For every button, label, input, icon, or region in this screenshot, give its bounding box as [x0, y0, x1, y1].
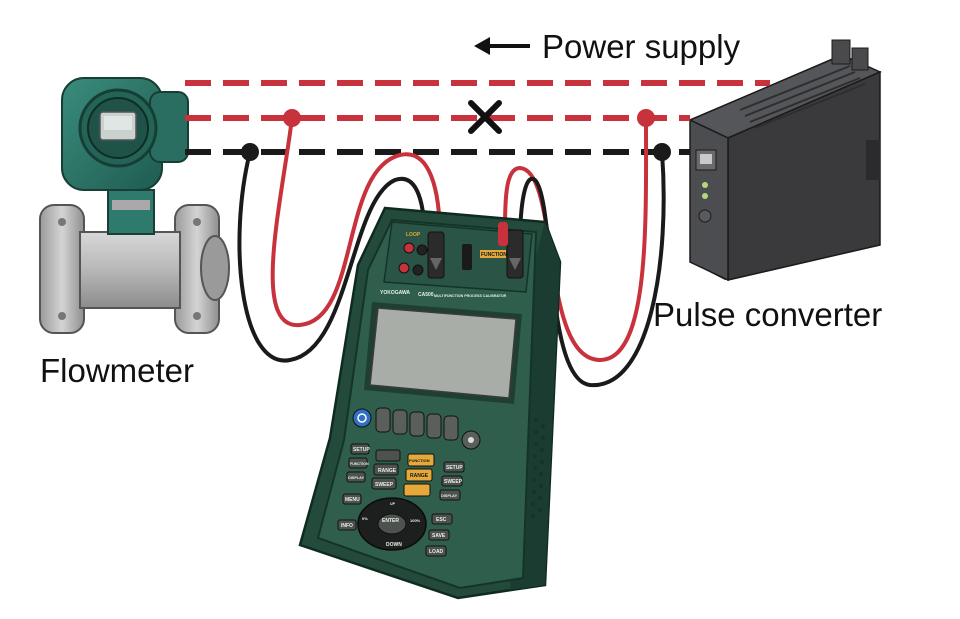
key-function-mid[interactable]	[375, 449, 401, 462]
calibrator: LOOP FUNCTION YOKOGAWA CA500 MULTIFUNCTI…	[298, 206, 562, 600]
enter-key-label: ENTER	[382, 518, 399, 524]
down-key-label: DOWN	[386, 542, 402, 548]
svg-text:LOAD: LOAD	[429, 549, 444, 555]
subtitle-label: MULTIFUNCTION PROCESS CALIBRATOR	[434, 294, 507, 298]
arrow-left-icon	[474, 37, 530, 55]
key-menu[interactable]	[342, 493, 362, 505]
svg-text:SAVE: SAVE	[432, 533, 446, 539]
up-key-label: UP	[390, 502, 396, 506]
svg-text:SWEEP: SWEEP	[375, 482, 394, 488]
svg-text:FUNCTION: FUNCTION	[350, 462, 369, 466]
probe-plug-left	[427, 231, 445, 279]
zero-percent-label: 0%	[362, 516, 368, 521]
probe-plug-right	[498, 222, 524, 279]
pulse-converter-label: Pulse converter	[653, 296, 882, 333]
key-display-right[interactable]	[439, 489, 461, 501]
key-display-left[interactable]	[346, 471, 366, 483]
svg-text:INFO: INFO	[341, 523, 353, 529]
hundred-percent-label: 100%	[410, 518, 421, 523]
terminal-red-1	[403, 242, 415, 254]
svg-text:RANGE: RANGE	[378, 468, 397, 474]
lcd-screen	[369, 307, 517, 399]
flowmeter-label: Flowmeter	[40, 352, 194, 389]
lead-red-right	[503, 116, 649, 363]
soft-key-4[interactable]	[426, 413, 442, 439]
power-supply-label: Power supply	[542, 28, 741, 65]
key-save[interactable]	[428, 529, 450, 541]
key-setup-left[interactable]	[350, 443, 370, 455]
key-sweep-left[interactable]	[371, 477, 397, 490]
power-button-icon[interactable]	[352, 408, 372, 428]
svg-text:FUNCTION: FUNCTION	[409, 458, 430, 463]
key-info[interactable]	[337, 519, 357, 531]
soft-key-3[interactable]	[409, 411, 425, 437]
svg-text:SETUP: SETUP	[353, 447, 370, 453]
key-load[interactable]	[425, 545, 447, 557]
brand-label: YOKOGAWA	[380, 290, 410, 296]
soft-key-1[interactable]	[375, 407, 391, 433]
soft-key-2[interactable]	[392, 409, 408, 435]
cross-mark-icon	[468, 100, 502, 134]
soft-keys	[375, 407, 459, 441]
brightness-icon[interactable]	[461, 430, 481, 450]
pulse-converter	[688, 39, 882, 282]
key-range-left[interactable]	[373, 463, 399, 476]
terminal-red-2	[398, 262, 410, 274]
key-function-left[interactable]	[348, 457, 368, 469]
key-setup-right[interactable]	[443, 461, 465, 473]
soft-key-5[interactable]	[443, 415, 459, 441]
terminal-black-1	[416, 244, 428, 256]
svg-text:RANGE: RANGE	[410, 473, 429, 479]
model-label: CA500	[418, 292, 434, 298]
svg-text:DISPLAY: DISPLAY	[348, 476, 365, 480]
lead-black-left	[237, 150, 427, 363]
key-sweep-right[interactable]	[441, 475, 463, 487]
lead-black-right	[518, 150, 666, 388]
navigation-pad[interactable]: ENTER DOWN UP 0% 100%	[357, 497, 427, 551]
svg-text:DISPLAY: DISPLAY	[441, 494, 458, 498]
svg-text:MENU: MENU	[345, 497, 360, 503]
key-range-right[interactable]	[405, 468, 433, 482]
svg-text:ESC: ESC	[436, 517, 447, 523]
key-output[interactable]	[403, 483, 431, 497]
test-leads	[237, 116, 666, 388]
power-supply-lines	[185, 80, 770, 155]
loop-label: LOOP	[406, 232, 421, 238]
svg-text:SWEEP: SWEEP	[444, 479, 463, 485]
lead-red-left	[270, 116, 442, 328]
svg-text:SETUP: SETUP	[446, 465, 463, 471]
function-terminal-label: FUNCTION	[481, 252, 507, 258]
key-esc[interactable]	[431, 513, 453, 525]
flowmeter	[39, 77, 230, 334]
terminal-black-2	[412, 264, 424, 276]
key-function-right[interactable]	[407, 453, 435, 467]
